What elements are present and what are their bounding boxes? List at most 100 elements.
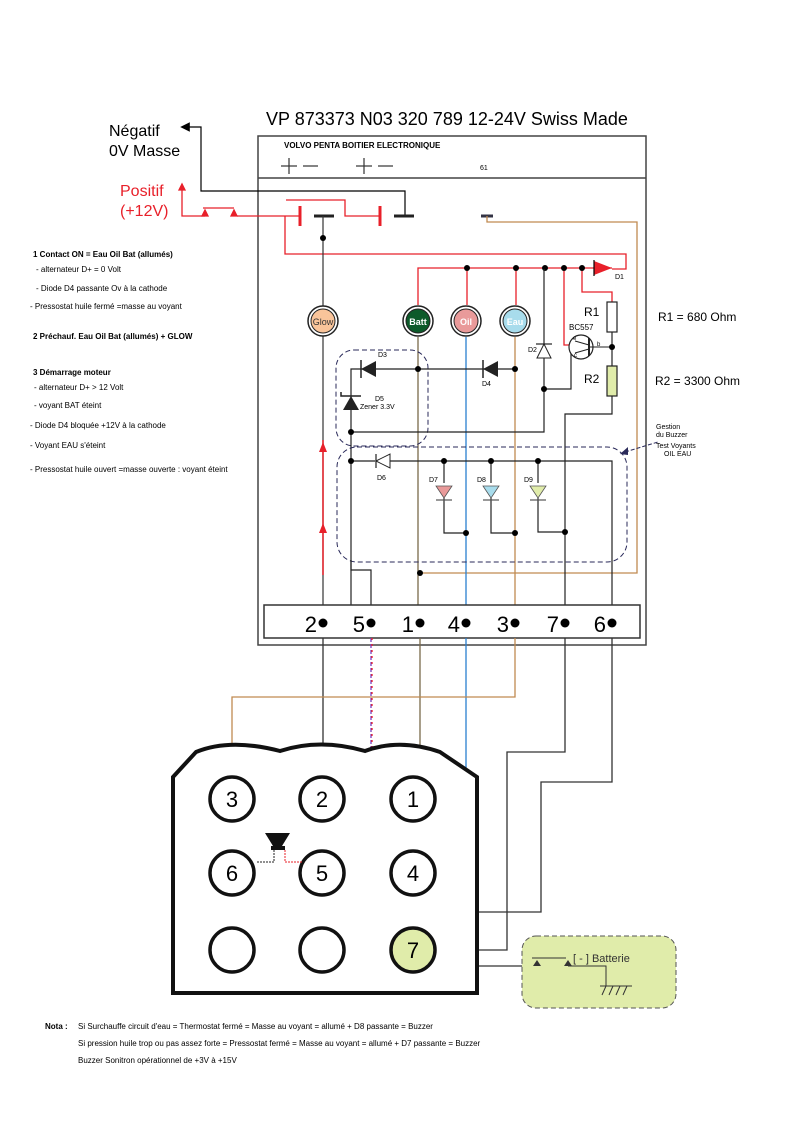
connector-pins: 3 2 1 6 5 4 7	[208, 775, 437, 974]
pin-number: 5	[316, 861, 328, 886]
step-line: 1 Contact ON = Eau Oil Bat (allumés)	[33, 250, 173, 259]
negatif-label: Négatif	[109, 123, 160, 140]
r2-value: R2 = 3300 Ohm	[655, 374, 740, 388]
pin-number: 2	[316, 787, 328, 812]
terminal-dot	[415, 618, 425, 628]
buzzer-management-group	[336, 446, 628, 563]
connector-pin	[208, 775, 256, 823]
battery-negative-box	[521, 935, 677, 1009]
terminal-number: 4	[448, 612, 460, 637]
pin-number: 4	[407, 861, 419, 886]
d1-label: D1	[615, 274, 624, 281]
positif-sublabel: (+12V)	[120, 203, 168, 220]
step-line: - Pressostat huile ouvert =masse ouverte…	[30, 465, 228, 474]
lamp-batt: Batt	[402, 305, 434, 337]
diode-d8	[482, 485, 500, 499]
step-line: - alternateur D+ > 12 Volt	[34, 383, 124, 392]
diode-d3	[361, 361, 376, 377]
buzzer-note-3: Test Voyants	[656, 443, 696, 450]
zener-d5	[343, 396, 359, 410]
svg-text:Oil: Oil	[460, 317, 472, 327]
svg-text:Eau: Eau	[507, 317, 524, 327]
step-line: - Diode D4 passante Ov à la cathode	[36, 284, 168, 293]
nota-label: Nota :	[45, 1022, 68, 1031]
r2-label: R2	[584, 372, 600, 386]
negatif-wire	[180, 122, 406, 215]
buzzer-wiring	[350, 460, 613, 620]
d6-label: D6	[377, 475, 386, 482]
d3-d5-group	[335, 349, 429, 447]
pin-number: 1	[407, 787, 419, 812]
resistor-r2	[606, 365, 618, 397]
r1-value: R1 = 680 Ohm	[658, 310, 736, 324]
connector-pin	[389, 849, 437, 897]
connector-pin	[389, 926, 437, 974]
operating-steps: 1 Contact ON = Eau Oil Bat (allumés) - a…	[30, 250, 228, 474]
box-code: 61	[480, 165, 488, 172]
battery-symbols	[281, 158, 393, 174]
buzzer-icon	[265, 833, 290, 850]
d3-label: D3	[378, 352, 387, 359]
positif-label: Positif	[120, 183, 164, 200]
terminal-dot	[366, 618, 376, 628]
diode-d7	[435, 485, 453, 499]
terminal-dot	[607, 618, 617, 628]
terminal-dot	[461, 618, 471, 628]
junction	[320, 235, 326, 241]
pin-number: 7	[407, 938, 419, 963]
d8-label: D8	[477, 477, 486, 484]
box-title: VOLVO PENTA BOITIER ELECTRONIQUE	[284, 141, 441, 150]
diode-d1	[594, 261, 612, 275]
diode-d2	[536, 342, 552, 359]
terminal-number: 3	[497, 612, 509, 637]
step-line: 2 Préchauf. Eau Oil Bat (allumés) + GLOW	[33, 332, 193, 341]
step-line: - voyant BAT éteint	[34, 401, 102, 410]
negatif-sublabel: 0V Masse	[109, 143, 180, 160]
terminal-number: 7	[547, 612, 559, 637]
pin-number: 6	[226, 861, 238, 886]
terminal-dot	[560, 618, 570, 628]
r1-label: R1	[584, 305, 600, 319]
connector-pin	[208, 849, 256, 897]
buzzer-note-4: OIL EAU	[664, 451, 691, 458]
d5-note: Zener 3.3V	[360, 404, 395, 411]
terminal-dot	[318, 618, 328, 628]
diagram-title: VP 873373 N03 320 789 12-24V Swiss Made	[266, 109, 628, 129]
d9-label: D9	[524, 477, 533, 484]
diode-d4	[483, 361, 498, 377]
connector-pin	[298, 849, 346, 897]
buzzer-note-2: du Buzzer	[656, 432, 688, 439]
step-line: - Pressostat huile fermé =masse au voyan…	[30, 302, 183, 311]
diode-d9	[529, 485, 547, 499]
connector-pin	[389, 775, 437, 823]
pin-number: 3	[226, 787, 238, 812]
positif-wire	[177, 182, 627, 270]
step-line: 3 Démarrage moteur	[33, 368, 111, 377]
resistor-r1	[606, 301, 618, 333]
terminal-number: 6	[594, 612, 606, 637]
svg-text:Glow: Glow	[313, 317, 334, 327]
transistor-label: BC557	[569, 323, 594, 332]
diode-d6	[374, 453, 391, 469]
d2-label: D2	[528, 347, 537, 354]
transistor-bc557	[568, 334, 612, 360]
terminal-number: 1	[402, 612, 414, 637]
step-line: - Voyant EAU s'éteint	[30, 441, 106, 450]
arrow-icon	[620, 447, 628, 455]
nota-line-3: Buzzer Sonitron opérationnel de +3V à +1…	[78, 1056, 237, 1065]
step-line: - alternateur D+ = 0 Volt	[36, 265, 122, 274]
emitter-label: e	[573, 336, 577, 342]
terminal-number: 5	[353, 612, 365, 637]
nota-line-2: Si pression huile trop ou pas assez fort…	[78, 1039, 481, 1048]
d4-label: D4	[482, 381, 491, 388]
control-box	[257, 135, 647, 646]
lamp-oil: Oil	[450, 305, 482, 337]
svg-text:Batt: Batt	[409, 317, 427, 327]
step-line: - Diode D4 bloquée +12V à la cathode	[30, 421, 166, 430]
connector-pin	[208, 926, 256, 974]
d5-label: D5	[375, 396, 384, 403]
base-label: b	[597, 342, 601, 348]
ground-switch	[532, 957, 632, 996]
